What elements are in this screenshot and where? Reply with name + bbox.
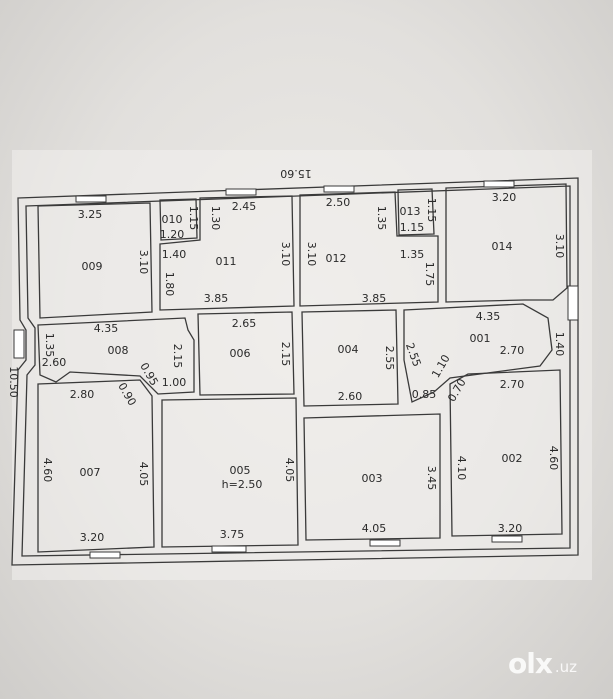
room-013-walls	[397, 188, 435, 236]
dim: 2.15	[279, 342, 292, 367]
olx-logo-domain: .uz	[554, 658, 578, 676]
room-label-009: 009	[82, 260, 103, 273]
dim: 4.05	[362, 522, 387, 535]
dim: 1.40	[553, 332, 566, 357]
dim: 1.15	[187, 206, 200, 231]
watermark-logo: olx .uz	[508, 646, 600, 680]
room-009-walls	[37, 202, 153, 319]
dim: 2.15	[171, 344, 184, 369]
dim: 3.45	[425, 466, 438, 491]
room-label-014: 014	[492, 240, 513, 253]
window-top-2	[225, 188, 257, 196]
room-label-005: 005	[230, 464, 251, 477]
dim: 4.60	[547, 446, 560, 471]
window-top-4	[483, 180, 515, 188]
dim: 2.60	[338, 390, 363, 403]
dim: 2.55	[383, 346, 396, 371]
dim: 1.75	[423, 262, 436, 287]
room-label-002: 002	[502, 452, 523, 465]
dim: 1.35	[400, 248, 425, 261]
overall-width-label: 15.60	[280, 167, 312, 180]
room-014-walls	[445, 183, 568, 303]
corridor-001-walls	[403, 303, 553, 403]
corridor-008-walls	[37, 317, 195, 395]
window-bottom-3	[369, 539, 401, 547]
room-003-walls	[303, 413, 441, 541]
paper	[12, 150, 592, 580]
dim: 3.10	[279, 242, 292, 267]
dim: 1.00	[162, 376, 187, 389]
dim: 1.15	[400, 221, 425, 234]
dim: 2.70	[500, 378, 525, 391]
room-004-walls	[301, 309, 399, 407]
room-label-007: 007	[80, 466, 101, 479]
dim: 3.75	[220, 528, 245, 541]
dim: 1.35	[43, 333, 56, 358]
dim: 2.65	[232, 317, 257, 330]
dim: 3.10	[553, 234, 566, 259]
dim: 1.20	[160, 228, 185, 241]
room-011-walls	[159, 195, 295, 311]
room-005-walls	[161, 397, 299, 548]
room-label-001: 001	[470, 332, 491, 345]
room-label-010: 010	[162, 213, 183, 226]
room-label-003: 003	[362, 472, 383, 485]
room-010-walls	[159, 198, 198, 241]
window-right	[567, 285, 579, 321]
window-top-1	[75, 195, 107, 203]
dim: 4.60	[41, 458, 54, 483]
window-left	[13, 329, 25, 359]
dim: 0.85	[412, 388, 437, 401]
dim: 2.70	[500, 344, 525, 357]
dim: 3.20	[498, 522, 523, 535]
dim: 3.85	[204, 292, 229, 305]
dim: 2.50	[326, 196, 351, 209]
dim: 4.05	[137, 462, 150, 487]
dim: 2.45	[232, 200, 257, 213]
dim: 1.30	[209, 206, 222, 231]
window-bottom-4	[491, 535, 523, 543]
room-label-012: 012	[326, 252, 347, 265]
dim: 2.60	[42, 356, 67, 369]
dim: 3.20	[492, 191, 517, 204]
dim: 4.05	[283, 458, 296, 483]
room-002-walls	[449, 369, 563, 537]
dim: 3.25	[78, 208, 103, 221]
dim: 1.35	[375, 206, 388, 231]
dim: 3.10	[305, 242, 318, 267]
dim: 4.35	[476, 310, 501, 323]
window-top-3	[323, 185, 355, 193]
dim: 1.40	[162, 248, 187, 261]
room-012-walls	[299, 191, 439, 307]
dim: 3.20	[80, 531, 105, 544]
overall-depth-label: 10.50	[7, 366, 20, 398]
dim: 2.80	[70, 388, 95, 401]
olx-logo-mark: olx	[508, 646, 553, 680]
room-label-004: 004	[338, 343, 359, 356]
window-bottom-1	[89, 551, 121, 559]
window-bottom-2	[211, 545, 247, 553]
room-label-006: 006	[230, 347, 251, 360]
dim: 3.10	[137, 250, 150, 275]
dim: 1.80	[163, 272, 176, 297]
dim: 3.85	[362, 292, 387, 305]
dim: 4.35	[94, 322, 119, 335]
room-005-height: h=2.50	[222, 478, 263, 491]
room-006-walls	[197, 311, 295, 396]
room-label-008: 008	[108, 344, 129, 357]
room-007-walls	[37, 379, 155, 553]
room-label-011: 011	[216, 255, 237, 268]
dim: 4.10	[455, 456, 468, 481]
room-label-013: 013	[400, 205, 421, 218]
dim: 1.15	[425, 198, 438, 223]
